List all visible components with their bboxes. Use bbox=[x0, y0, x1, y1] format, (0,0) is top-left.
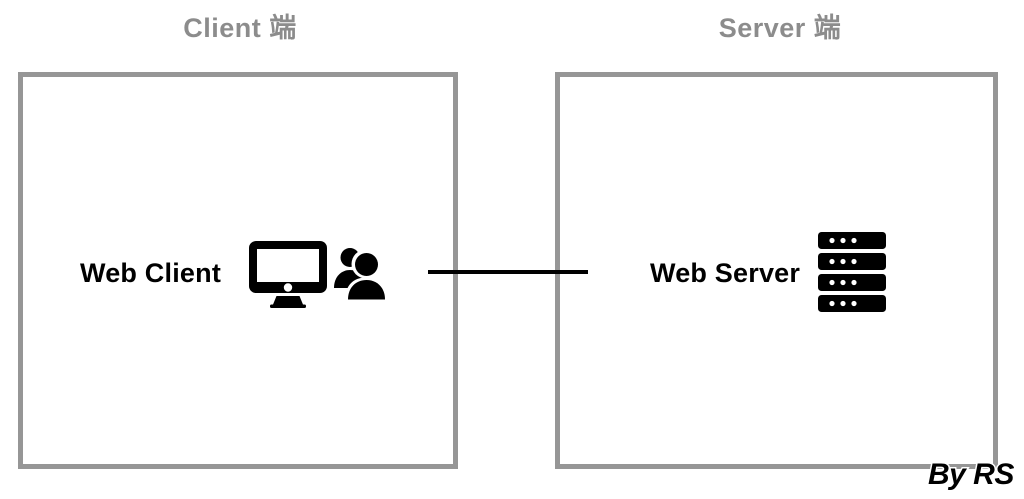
server-section-title: Server 端 bbox=[718, 13, 842, 43]
server-rack-icon bbox=[818, 232, 887, 314]
web-client-label: Web Client bbox=[80, 257, 222, 288]
watermark: By RS bbox=[927, 458, 1016, 491]
web-server-label: Web Server bbox=[650, 257, 801, 288]
client-section-title: Client 端 bbox=[183, 13, 297, 43]
watermark-text: By RS bbox=[927, 458, 1016, 491]
web-server-node: Web Server bbox=[650, 230, 887, 316]
users-icon bbox=[333, 246, 388, 300]
web-client-node: Web Client bbox=[80, 236, 388, 310]
desktop-monitor-icon bbox=[248, 238, 328, 308]
client-server-connector-line bbox=[428, 270, 588, 274]
